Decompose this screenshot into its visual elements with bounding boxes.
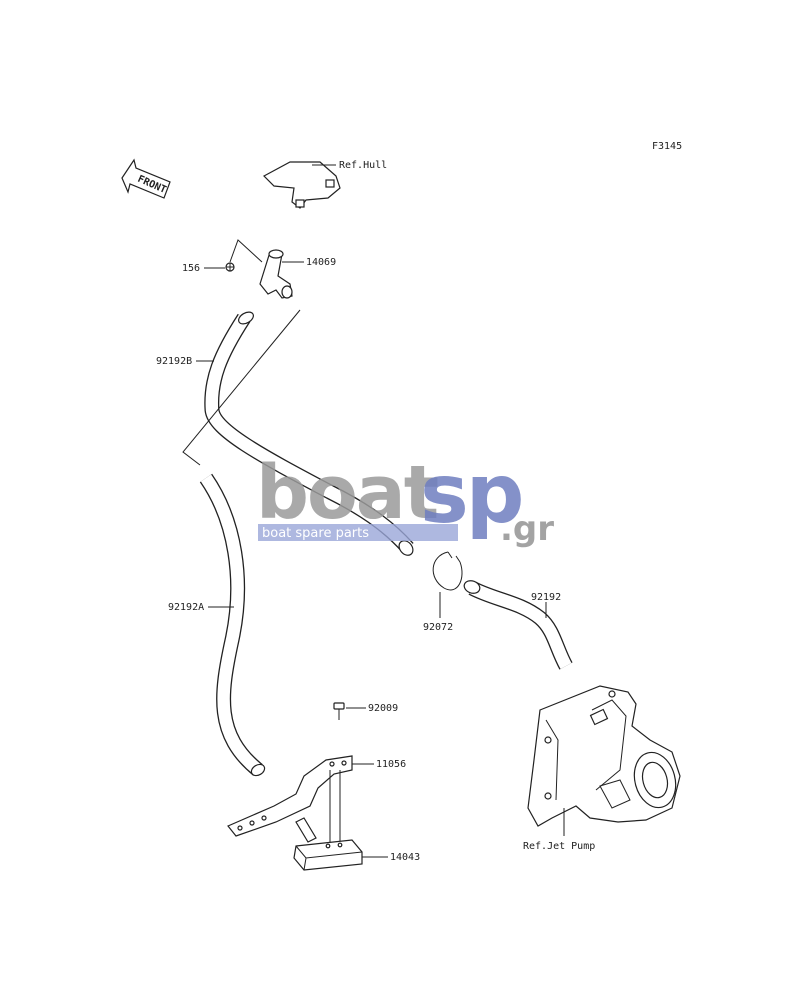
callout-92072: 92072 [423, 622, 453, 633]
callout-ref-hull: Ref.Hull [339, 160, 387, 171]
callout-14043: 14043 [390, 852, 420, 863]
jet-pump-housing [527, 685, 681, 827]
callout-92192A: 92192A [168, 602, 204, 613]
hull-bracket [263, 161, 341, 209]
clamp-92072 [432, 551, 463, 591]
hose-92192 [463, 580, 573, 670]
figure-code: F3145 [652, 141, 682, 152]
watermark-brand-boat: boat [256, 450, 438, 536]
callout-11056: 11056 [376, 759, 406, 770]
callout-92192: 92192 [531, 592, 561, 603]
hose-92192A [199, 473, 266, 777]
hose-92192B [204, 311, 414, 556]
watermark-brand-tld: .gr [500, 509, 554, 549]
filter-14043 [293, 817, 363, 871]
callout-14069: 14069 [306, 257, 336, 268]
front-arrow-icon: FRONT [121, 158, 171, 199]
callout-156: 156 [182, 263, 200, 274]
screw-92009 [333, 702, 345, 720]
callout-ref-jet-pump: Ref.Jet Pump [523, 841, 595, 852]
callout-92009: 92009 [368, 703, 398, 714]
boatsp-watermark-logo: boat sp .gr boat spare parts [256, 447, 554, 549]
bracket-11056 [227, 755, 353, 837]
watermark-tagline: boat spare parts [262, 526, 369, 541]
screw-156 [225, 262, 235, 272]
callout-92192B: 92192B [156, 356, 192, 367]
fitting-14069 [259, 249, 293, 299]
